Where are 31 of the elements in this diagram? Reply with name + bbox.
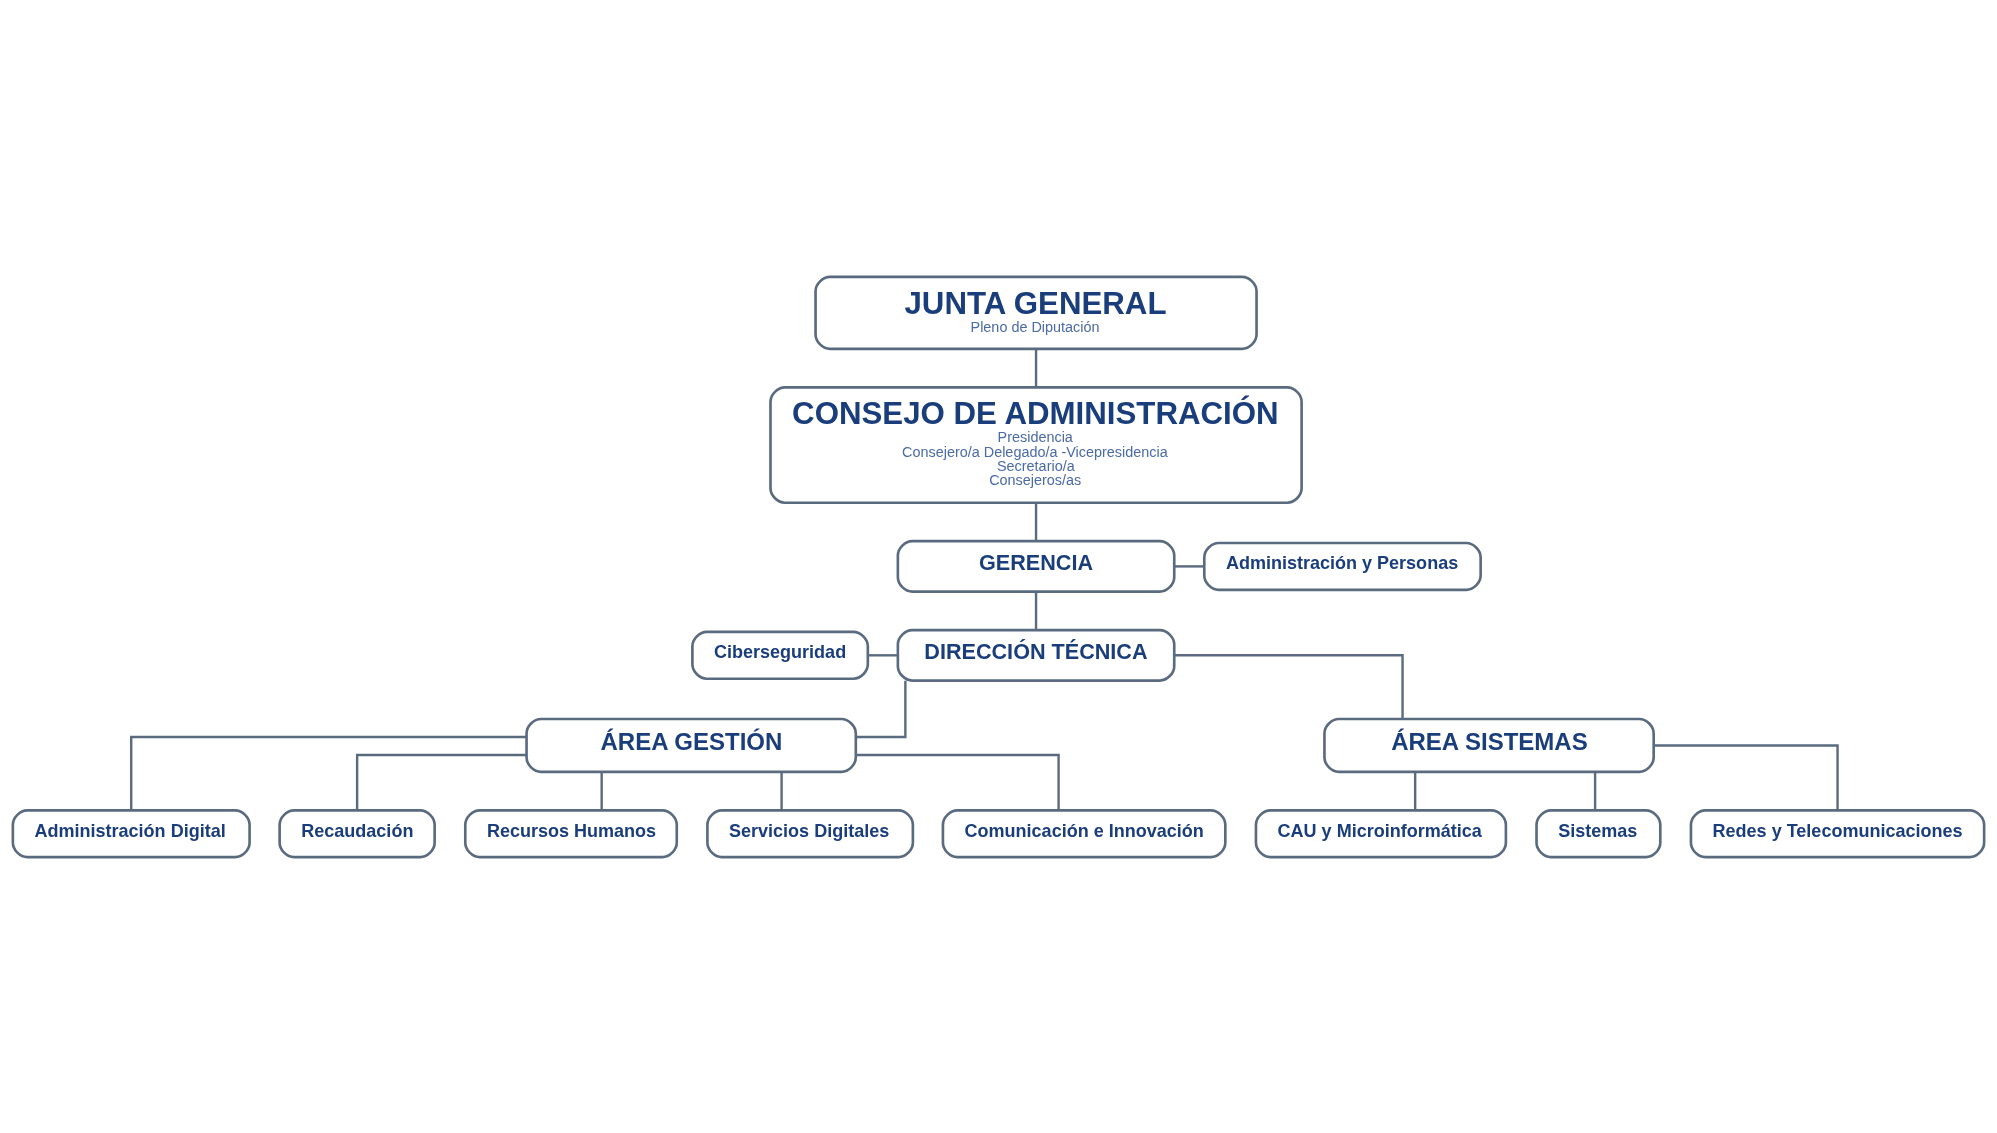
node-box: Servicios Digitales <box>706 808 915 858</box>
connector <box>130 735 527 810</box>
connector <box>355 753 527 810</box>
node-box: ÁREA SISTEMAS <box>1323 717 1655 773</box>
node-box: Administración Digital <box>11 808 251 858</box>
node-box: CONSEJO DE ADMINISTRACIÓN Presidencia Consejero/a Delegado/a -Vicepresidencia Secretario/a Consejeros/as <box>769 385 1303 504</box>
node-box: DIRECCIÓN TÉCNICA <box>896 628 1176 682</box>
connector <box>856 680 907 738</box>
connector <box>867 653 898 657</box>
node-box: Ciberseguridad <box>691 630 870 680</box>
node-box: CAU y Microinformática <box>1254 808 1508 858</box>
connector <box>1034 348 1038 387</box>
connector <box>856 753 1060 810</box>
connector <box>1593 771 1597 810</box>
connector <box>1413 771 1417 810</box>
node-box: Sistemas <box>1535 808 1662 858</box>
node-box: GERENCIA <box>896 539 1176 593</box>
connector <box>600 771 603 810</box>
connector <box>1654 743 1839 810</box>
connector <box>1034 591 1038 630</box>
connector <box>1174 653 1404 719</box>
node-box: JUNTA GENERAL Pleno de Diputación <box>814 275 1258 350</box>
node-box: Redes y Telecomunicaciones <box>1689 808 1986 858</box>
node-box: Administración y Personas <box>1202 541 1482 591</box>
connector <box>780 771 783 810</box>
node-box: Recursos Humanos <box>463 808 679 858</box>
node-box: Recaudación <box>278 808 436 858</box>
node-box: Comunicación e Innovación <box>941 808 1227 858</box>
connector <box>1174 564 1205 568</box>
connector <box>1034 502 1038 541</box>
node-box: ÁREA GESTIÓN <box>525 717 858 773</box>
